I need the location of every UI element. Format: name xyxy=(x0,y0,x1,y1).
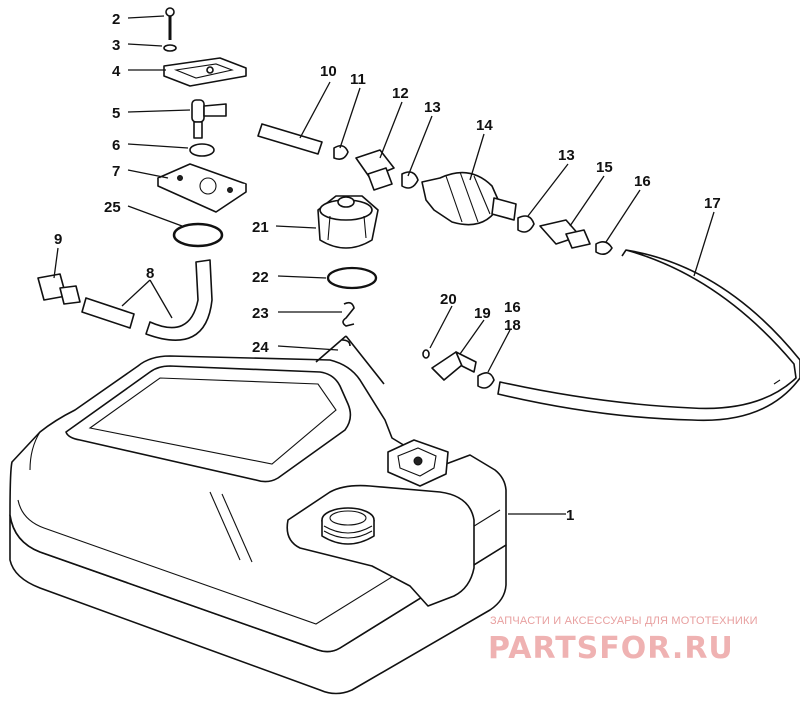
hose-clamp xyxy=(517,215,535,233)
callout-25: 25 xyxy=(104,199,121,216)
callout-13b: 13 xyxy=(558,147,575,164)
callout-18: 18 xyxy=(504,317,521,334)
callout-24: 24 xyxy=(252,339,269,356)
tank-connector xyxy=(431,351,477,381)
o-ring-small xyxy=(422,349,430,359)
callout-8: 8 xyxy=(146,265,154,282)
screw xyxy=(165,7,175,40)
callout-labels: 2 3 4 5 6 7 25 9 8 10 11 12 13 14 13 15 … xyxy=(54,11,721,524)
retaining-clip xyxy=(342,301,355,327)
callout-14: 14 xyxy=(476,117,493,134)
hose-clamp xyxy=(595,240,613,256)
callout-16: 16 xyxy=(634,173,651,190)
primer-bulb xyxy=(421,171,517,226)
gauge-base xyxy=(157,163,247,213)
callout-2: 2 xyxy=(112,11,120,28)
callout-5: 5 xyxy=(112,105,120,122)
straight-hose-section xyxy=(81,297,135,329)
gasket xyxy=(189,143,215,157)
bent-hose-section xyxy=(145,259,213,341)
callout-15: 15 xyxy=(596,159,613,176)
callout-9: 9 xyxy=(54,231,62,248)
callout-4: 4 xyxy=(112,63,121,80)
watermark-brand: PARTSFOR.RU xyxy=(488,631,734,666)
callout-21: 21 xyxy=(252,219,269,236)
callout-16b: 16 xyxy=(504,299,521,316)
check-valve xyxy=(355,149,395,191)
filler-cap xyxy=(317,195,379,249)
leader-lines xyxy=(53,15,715,515)
check-valve xyxy=(539,219,591,249)
hose-clamp xyxy=(477,372,495,389)
washer xyxy=(163,44,177,52)
fuel-line-hose xyxy=(497,249,800,422)
callout-22: 22 xyxy=(252,269,269,286)
callout-6: 6 xyxy=(112,137,120,154)
callout-7: 7 xyxy=(112,163,120,180)
callout-13: 13 xyxy=(424,99,441,116)
hose-clamp xyxy=(401,171,419,189)
watermark: ЗАПЧАСТИ И АКСЕССУАРЫ ДЛЯ МОТОТЕХНИКИ PA… xyxy=(488,615,758,666)
hose-sleeve xyxy=(257,123,323,155)
watermark-tagline: ЗАПЧАСТИ И АКСЕССУАРЫ ДЛЯ МОТОТЕХНИКИ xyxy=(490,615,758,627)
callout-19: 19 xyxy=(474,305,491,322)
callout-10: 10 xyxy=(320,63,337,80)
hose-clamp xyxy=(333,144,349,160)
callout-17: 17 xyxy=(704,195,721,212)
hose-connector xyxy=(37,273,81,305)
o-ring xyxy=(172,222,224,248)
callout-20: 20 xyxy=(440,291,457,308)
gauge-cover xyxy=(163,57,247,87)
fuel-fitting xyxy=(191,99,227,139)
callout-3: 3 xyxy=(112,37,120,54)
fuel-tank xyxy=(9,355,507,695)
cap-gasket xyxy=(326,266,378,290)
callout-12: 12 xyxy=(392,85,409,102)
callout-11: 11 xyxy=(350,71,366,88)
callout-23: 23 xyxy=(252,305,269,322)
callout-1: 1 xyxy=(566,507,574,524)
